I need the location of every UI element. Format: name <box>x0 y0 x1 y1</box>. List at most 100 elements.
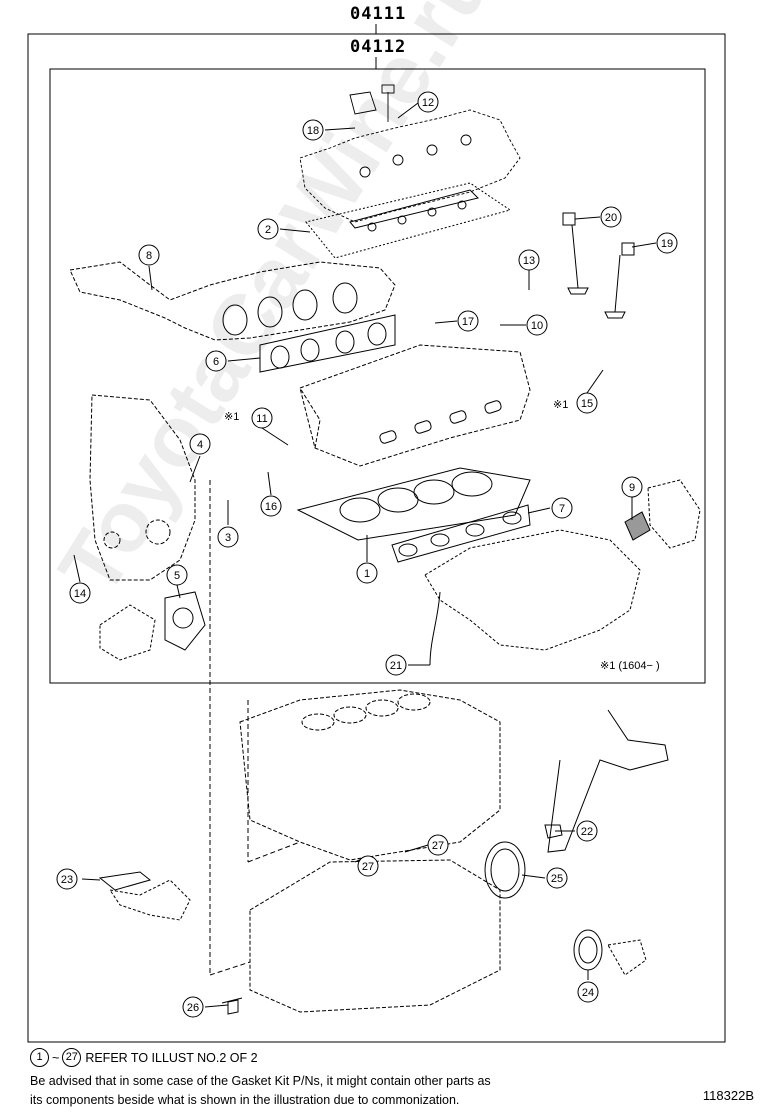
callout-4: 4 <box>189 433 211 455</box>
callout-2: 2 <box>257 218 279 240</box>
callout-10: 10 <box>526 314 548 336</box>
callout-18: 18 <box>302 119 324 141</box>
callout-label: 15 <box>581 398 593 410</box>
callout-13: 13 <box>518 249 540 271</box>
callout-label: 3 <box>225 532 231 544</box>
guide-lines <box>209 480 301 976</box>
head-cover-gasket-drawing <box>305 182 512 259</box>
callout-22: 22 <box>576 820 598 842</box>
refer-note: 1 ~ 27 REFER TO ILLUST NO.2 OF 2 <box>30 1048 258 1067</box>
callout-20: 20 <box>600 206 622 228</box>
callout-label: 26 <box>187 1002 199 1014</box>
callout-circle <box>182 996 204 1018</box>
callout-label: 24 <box>582 987 594 999</box>
kit-code-outer: 04111 <box>350 4 407 24</box>
callout-16: 16 <box>260 495 282 517</box>
refer-text: REFER TO ILLUST NO.2 OF 2 <box>85 1050 258 1065</box>
callout-label: 14 <box>74 588 86 600</box>
asterisk-marker-15: ※1 <box>553 399 568 411</box>
refer-tilde: ~ <box>52 1050 60 1065</box>
head-cover-drawing <box>299 84 521 223</box>
callout-26: 26 <box>182 996 204 1018</box>
rear-oil-seal-drawing <box>484 841 526 899</box>
callout-circle <box>166 564 188 586</box>
callout-5: 5 <box>166 564 188 586</box>
callout-circle <box>427 834 449 856</box>
callout-19: 19 <box>656 232 678 254</box>
callout-label: 10 <box>531 320 543 332</box>
callout-3: 3 <box>217 526 239 548</box>
cylinder-block-drawing <box>239 689 501 861</box>
callout-label: 25 <box>551 873 563 885</box>
water-pump-drawing <box>99 604 156 661</box>
callout-15: 15 <box>576 392 598 414</box>
callout-label: 4 <box>197 439 203 451</box>
callout-circle <box>621 476 643 498</box>
callout-21: 21 <box>385 654 407 676</box>
callout-label: 6 <box>213 356 219 368</box>
callout-7: 7 <box>551 497 573 519</box>
illustration-id: 118322B <box>702 1088 754 1103</box>
callout-23: 23 <box>56 868 78 890</box>
callout-circle <box>217 526 239 548</box>
pcv-hose-drawing <box>429 591 441 666</box>
exhaust-manifold-drawing <box>69 261 396 341</box>
drain-plug-drawing <box>221 997 243 1015</box>
callout-circle <box>251 407 273 429</box>
callout-label: 12 <box>422 97 434 109</box>
inner-frame <box>49 68 706 684</box>
intake-gasket-drawing <box>391 504 531 563</box>
callout-label: 27 <box>362 861 374 873</box>
callout-1: 1 <box>356 562 378 584</box>
callout-circle <box>457 310 479 332</box>
callout-circle <box>56 868 78 890</box>
kit-code-inner: 04112 <box>350 37 407 57</box>
callout-27b: 27 <box>357 855 379 877</box>
callout-label: 19 <box>661 238 673 250</box>
callout-circle <box>257 218 279 240</box>
callout-11: 11 <box>251 407 273 429</box>
callout-label: 2 <box>265 224 271 236</box>
callout-circle <box>385 654 407 676</box>
callout-circle <box>600 206 622 228</box>
callout-circle <box>205 350 227 372</box>
intake-manifold-drawing <box>424 529 641 651</box>
callout-label: 7 <box>559 503 565 515</box>
callout-6: 6 <box>205 350 227 372</box>
callout-17: 17 <box>457 310 479 332</box>
valve-drawings <box>562 212 635 319</box>
head-gasket-drawing <box>296 467 531 541</box>
callout-circle <box>546 867 568 889</box>
callout-24: 24 <box>577 981 599 1003</box>
callout-label: 21 <box>390 660 402 672</box>
cylinder-head-ports <box>379 400 502 444</box>
callout-circle <box>551 497 573 519</box>
callout-27: 27 <box>427 834 449 856</box>
callout-circle <box>577 981 599 1003</box>
callout-label: 1 <box>364 568 370 580</box>
callout-circle <box>356 562 378 584</box>
callout-label: 16 <box>265 501 277 513</box>
water-pump-gasket-drawing <box>164 591 206 651</box>
oil-strainer-drawing <box>98 871 191 921</box>
front-oil-seal-drawing <box>573 929 647 976</box>
callout-circle <box>526 314 548 336</box>
advisory-line-2: its components beside what is shown in t… <box>30 1093 460 1107</box>
callout-label: 22 <box>581 826 593 838</box>
oil-pan-drawing <box>249 859 501 1013</box>
callout-label: 5 <box>174 570 180 582</box>
callout-circle <box>656 232 678 254</box>
leader-lines <box>73 102 657 1008</box>
callout-label: 9 <box>629 482 635 494</box>
applicability-note: ※1 (1604− ) <box>600 660 660 672</box>
oil-pipe-drawing <box>544 709 669 853</box>
timing-cover-drawing <box>89 394 196 581</box>
callout-label: 8 <box>146 250 152 262</box>
callout-label: 27 <box>432 840 444 852</box>
callout-8: 8 <box>138 244 160 266</box>
callout-12: 12 <box>417 91 439 113</box>
refer-from-circle: 1 <box>30 1048 49 1067</box>
callout-circle <box>417 91 439 113</box>
